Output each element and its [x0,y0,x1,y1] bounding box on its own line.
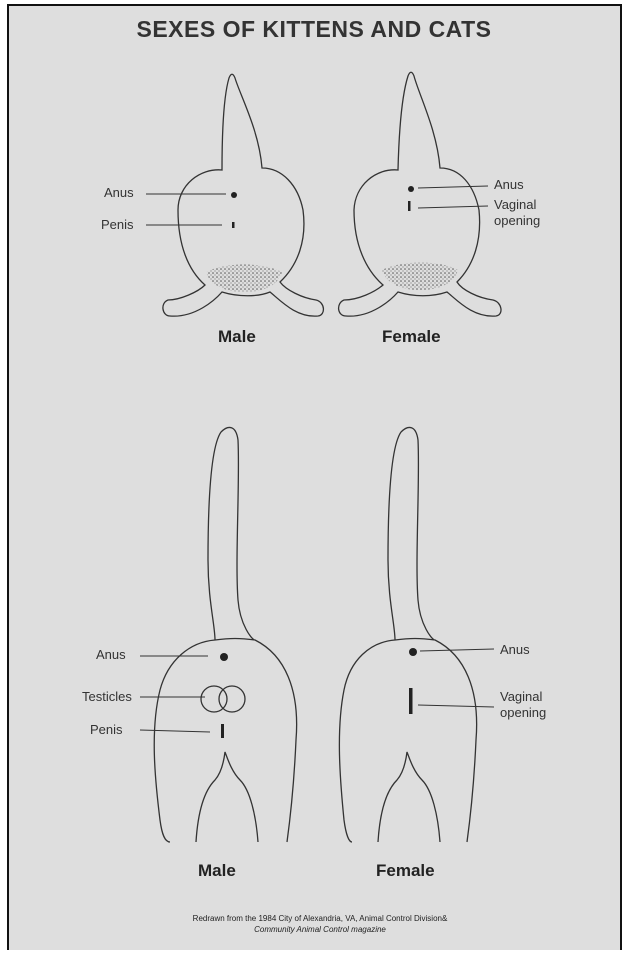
cat-female-vaginal-label-1: Vaginal [500,689,542,704]
cat-male-penis-mark [221,724,224,738]
cat-female-anus-mark [409,648,417,656]
credit-note: Redrawn from the 1984 City of Alexandria… [80,913,560,935]
cat-male-legs [196,752,258,842]
kitten-male-penis-mark [232,222,235,228]
cat-male-testicles-label: Testicles [82,689,132,704]
cat-male-outline [154,427,296,842]
cat-female-outline [339,427,476,842]
cat-female-vaginal-mark [409,688,413,714]
cat-male-penis-label: Penis [90,722,123,737]
cat-female-legs [378,752,440,842]
kitten-female-vaginal-label-1: Vaginal [494,197,536,212]
testicle-right [219,686,245,712]
kitten-female-vaginal-label-2: opening [494,213,540,228]
cat-female-caption: Female [376,861,435,881]
kitten-female-vaginal-mark [408,201,411,211]
kitten-male-penis-label: Penis [101,217,134,232]
cat-female-anus-label: Anus [500,642,530,657]
kitten-female-anus-mark [408,186,414,192]
kitten-male-stipple [206,265,282,293]
cat-male-caption: Male [198,861,236,881]
kitten-male-anus-mark [231,192,237,198]
kitten-female-anus-label: Anus [494,177,524,192]
kitten-female-caption: Female [382,327,441,347]
credit-line-1: Redrawn from the 1984 City of Alexandria… [80,913,560,924]
kitten-female-stipple [382,263,458,291]
cat-male-anus-mark [220,653,228,661]
cat-male-anus-label: Anus [96,647,126,662]
cat-female-vaginal-label-2: opening [500,705,546,720]
kitten-male-caption: Male [218,327,256,347]
kitten-male-anus-label: Anus [104,185,134,200]
credit-line-2: Community Animal Control magazine [80,924,560,935]
